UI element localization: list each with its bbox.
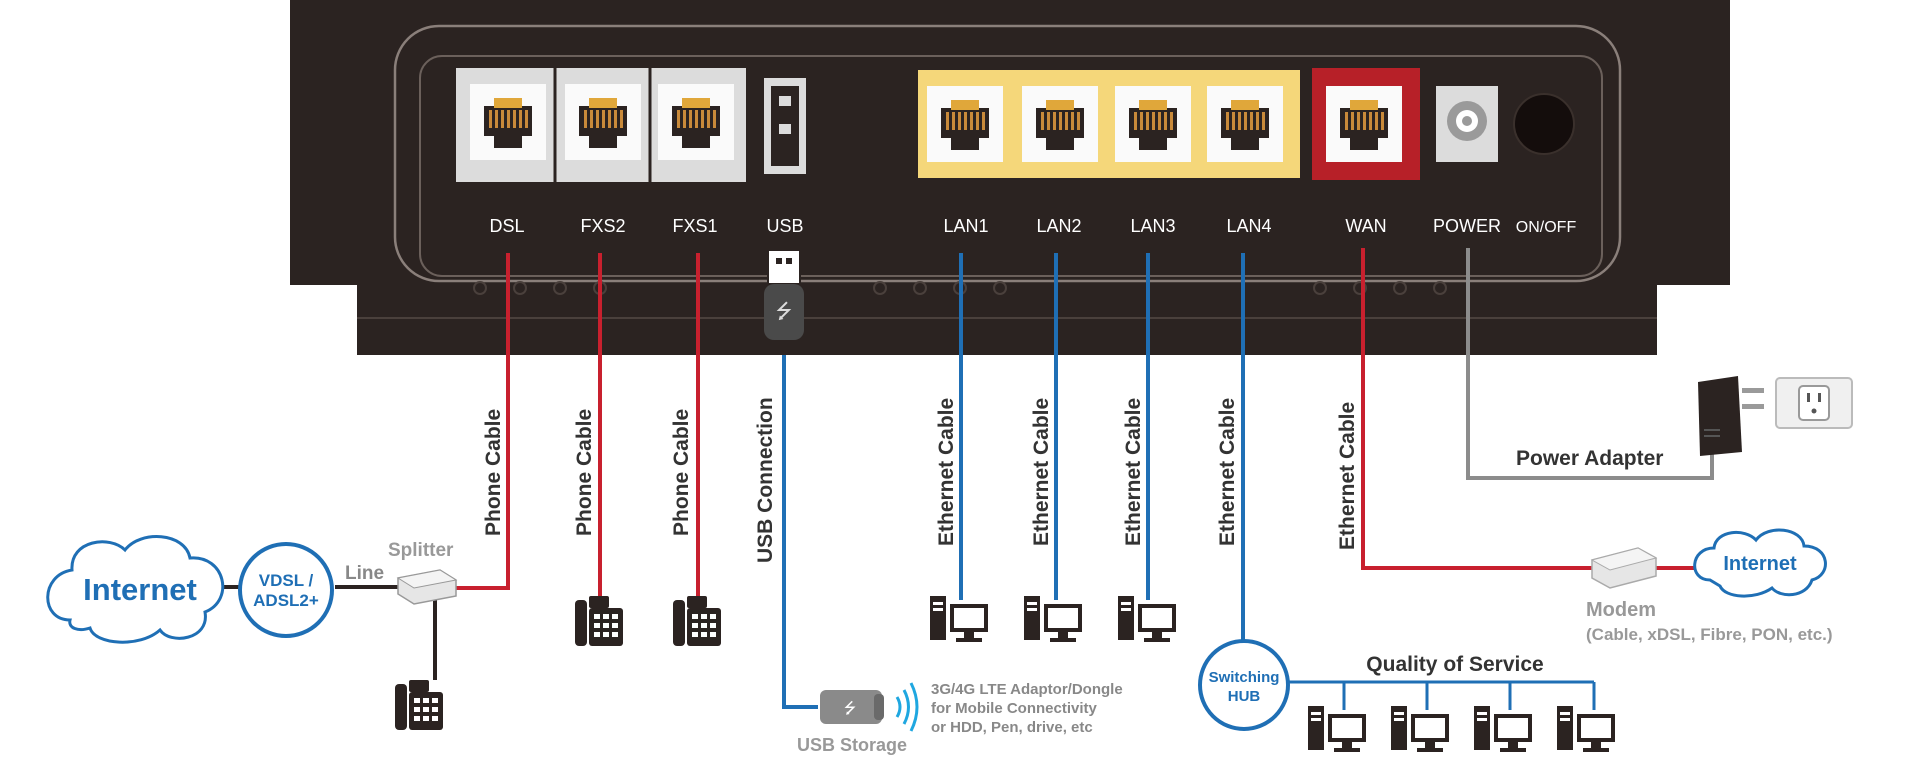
modem-icon (1590, 547, 1658, 589)
rj45-port-icon (927, 86, 1003, 162)
power-cable (1466, 248, 1714, 480)
desktop-pc-icon (1308, 706, 1366, 752)
switching-hub-label-line1: Switching (1209, 669, 1280, 686)
port-label-fxs1: FXS1 (672, 216, 717, 236)
wan-cable-label: Ethernet Cable (1336, 402, 1359, 550)
switching-hub-label-line2: HUB (1228, 688, 1261, 705)
signal-waves-icon (895, 682, 919, 732)
internet-right-label: Internet (1723, 553, 1797, 575)
cloud-icon (1693, 528, 1827, 598)
fxs1-cable-label: Phone Cable (670, 409, 693, 536)
desktop-pc-icon (930, 596, 988, 642)
desktop-pc-icon (1024, 596, 1082, 642)
lan3-cable-label: Ethernet Cable (1122, 398, 1145, 546)
vdsl-node (238, 542, 334, 638)
internet-left-label: Internet (83, 572, 197, 607)
port-label-usb: USB (766, 216, 803, 236)
rj11-port-icon (565, 84, 641, 160)
power-adapter-label: Power Adapter (1516, 447, 1663, 470)
rj45-port-icon (1115, 86, 1191, 162)
hub-links (1288, 680, 1596, 710)
port-label-dsl: DSL (489, 216, 524, 236)
splitter-label: Splitter (388, 540, 454, 561)
lan-ports-panel (918, 70, 1300, 178)
desktop-pc-icon (1557, 706, 1615, 752)
dongle-desc-line1: 3G/4G LTE Adaptor/Dongle (931, 681, 1123, 698)
cloud-icon (46, 535, 225, 644)
svg-text:⭍: ⭍ (844, 700, 857, 717)
port-label-onoff: ON/OFF (1516, 219, 1577, 236)
desktop-pc-icon (1118, 596, 1176, 642)
port-label-wan: WAN (1345, 216, 1386, 236)
rj11-port-icon (658, 84, 734, 160)
rj45-port-icon (1326, 86, 1402, 162)
power-jack-icon (1436, 86, 1498, 162)
qos-label: Quality of Service (1366, 653, 1543, 676)
usb-port-icon (764, 78, 806, 174)
dongle-desc-line3: or HDD, Pen, drive, etc (931, 719, 1093, 736)
telephone-icon (673, 596, 721, 646)
dsl-cable-label: Phone Cable (482, 409, 505, 536)
usb-storage-label: USB Storage (797, 735, 907, 755)
desktop-pc-icon (1474, 706, 1532, 752)
wan-port-panel (1312, 68, 1420, 180)
wan-cable (1361, 248, 1592, 570)
port-label-lan2: LAN2 (1036, 216, 1081, 236)
dongle-desc-line2: for Mobile Connectivity (931, 700, 1098, 717)
rj45-port-icon (1022, 86, 1098, 162)
usb-cable-label: USB Connection (754, 397, 777, 563)
port-label-lan4: LAN4 (1226, 216, 1271, 236)
switching-hub-node (1198, 639, 1290, 731)
vdsl-label-line2: ADSL2+ (253, 591, 319, 610)
usb-cable (782, 355, 818, 709)
power-button-icon (1513, 93, 1575, 155)
rj11-port-icon (470, 84, 546, 160)
dsl-cable (450, 253, 510, 590)
modem-types-label: (Cable, xDSL, Fibre, PON, etc.) (1586, 625, 1833, 644)
usb-plug-icon: ⭍ (764, 249, 804, 340)
port-label-lan1: LAN1 (943, 216, 988, 236)
cables (220, 248, 1714, 709)
wall-socket-icon (1775, 377, 1853, 429)
desktop-pc-icon (1391, 706, 1449, 752)
lan4-cable-label: Ethernet Cable (1216, 398, 1239, 546)
svg-text:⭍: ⭍ (776, 301, 793, 323)
usb-dongle-icon: ⭍ (820, 690, 884, 724)
power-adapter-icon (1698, 376, 1764, 456)
telephone-icon (575, 596, 623, 646)
rj45-port-icon (1207, 86, 1283, 162)
lan1-cable-label: Ethernet Cable (935, 398, 958, 546)
modem-label: Modem (1586, 599, 1656, 621)
telephone-icon (395, 680, 443, 730)
port-label-power: POWER (1433, 216, 1501, 236)
line-label: Line (345, 563, 384, 584)
fxs2-cable-label: Phone Cable (573, 409, 596, 536)
splitter-icon (396, 569, 458, 605)
port-label-fxs2: FXS2 (580, 216, 625, 236)
vdsl-label-line1: VDSL / (259, 571, 314, 590)
phone-ports-panel (456, 68, 746, 182)
lan2-cable-label: Ethernet Cable (1030, 398, 1053, 546)
port-label-lan3: LAN3 (1130, 216, 1175, 236)
